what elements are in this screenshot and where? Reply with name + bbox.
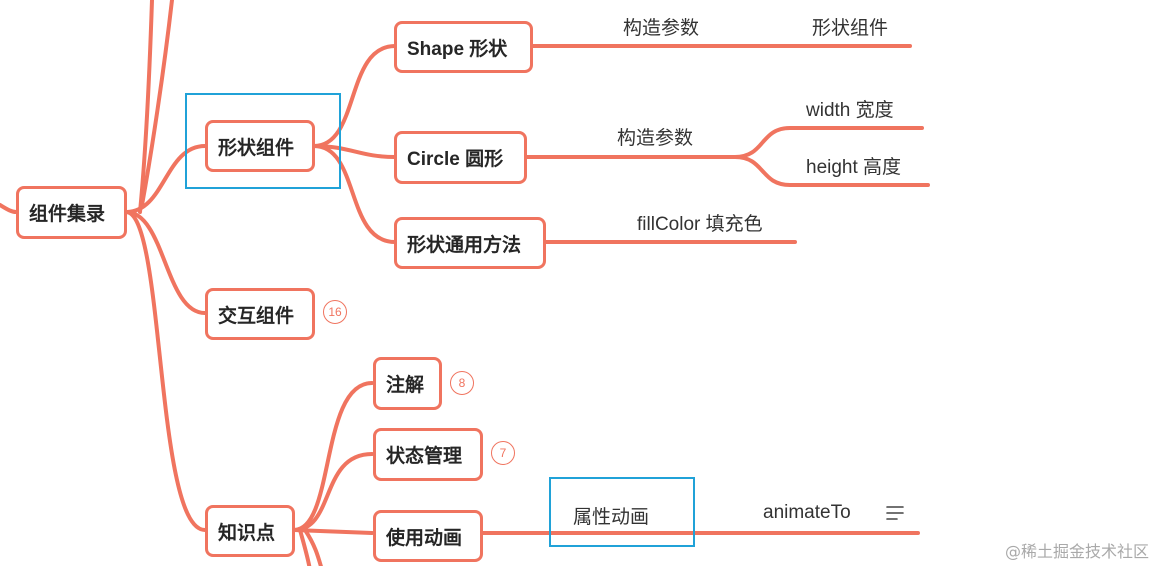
circle-label: Circle 圆形	[407, 149, 504, 170]
shape-methods-label: 形状通用方法	[407, 234, 522, 256]
shape-params-label[interactable]: 构造参数	[623, 18, 700, 39]
height-label[interactable]: height 高度	[806, 157, 902, 178]
shape-component-node[interactable]: 形状组件	[205, 120, 315, 172]
interactive-component-label: 交互组件	[218, 305, 295, 327]
annotation-node[interactable]: 注解	[373, 357, 442, 410]
annotation-count-badge[interactable]: 8	[450, 371, 474, 395]
shape-component-label: 形状组件	[218, 137, 295, 159]
watermark: @稀土掘金技术社区	[1005, 542, 1150, 561]
notes-icon[interactable]	[885, 505, 905, 521]
circle-node[interactable]: Circle 圆形	[394, 131, 527, 184]
animate-to-label[interactable]: animateTo	[763, 502, 851, 523]
shape-methods-node[interactable]: 形状通用方法	[394, 217, 546, 269]
use-animation-node[interactable]: 使用动画	[373, 510, 483, 562]
shape-label: Shape 形状	[407, 38, 508, 60]
shape-params-child-label[interactable]: 形状组件	[812, 18, 889, 39]
use-animation-label: 使用动画	[386, 527, 463, 549]
width-label[interactable]: width 宽度	[806, 100, 894, 121]
property-animation-label[interactable]: 属性动画	[573, 507, 650, 528]
state-count-badge[interactable]: 7	[491, 441, 515, 465]
state-management-label: 状态管理	[386, 446, 463, 467]
state-management-node[interactable]: 状态管理	[373, 428, 483, 481]
highlight-box-property-animation	[549, 477, 695, 547]
root-node-label: 组件集录	[29, 204, 106, 225]
highlight-box-shape-component	[185, 93, 341, 189]
fill-color-label[interactable]: fillColor 填充色	[637, 214, 763, 235]
annotation-label: 注解	[386, 375, 425, 396]
root-node[interactable]: 组件集录	[16, 186, 127, 239]
shape-node[interactable]: Shape 形状	[394, 21, 533, 73]
knowledge-node[interactable]: 知识点	[205, 505, 295, 557]
circle-params-label[interactable]: 构造参数	[617, 128, 694, 149]
knowledge-label: 知识点	[218, 522, 276, 544]
interactive-count-badge[interactable]: 16	[323, 300, 347, 324]
interactive-component-node[interactable]: 交互组件	[205, 288, 315, 340]
